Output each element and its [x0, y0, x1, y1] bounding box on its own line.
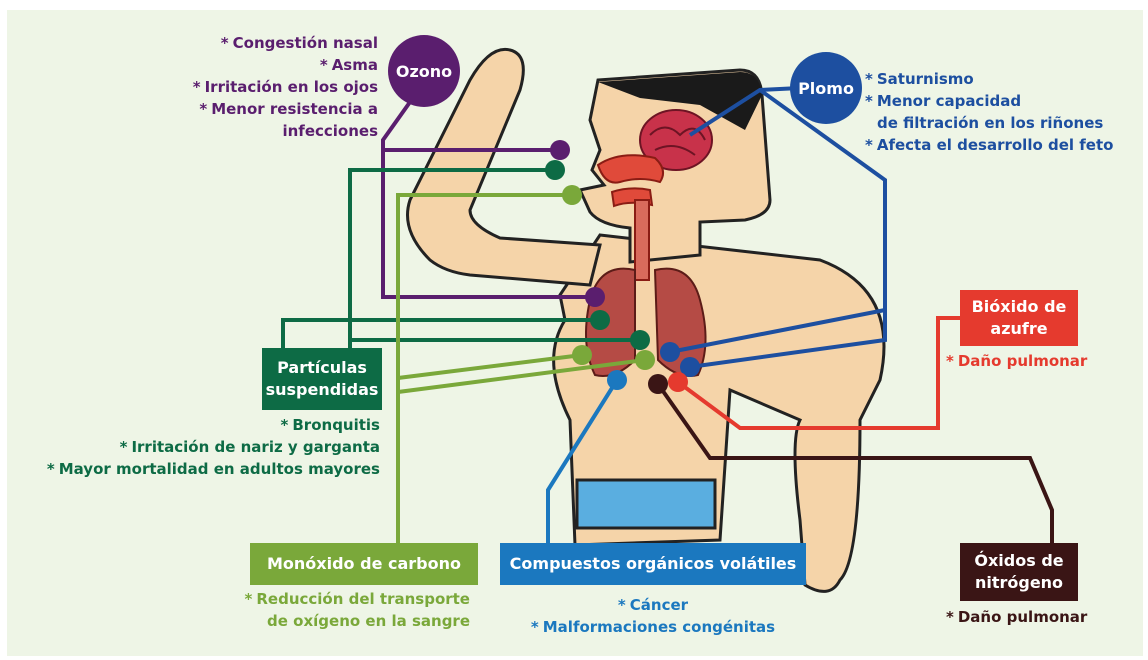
ozono-effect-3: *Irritación en los ojos	[150, 76, 378, 98]
plomo-effect-4: *Afecta el desarrollo del feto	[865, 134, 1135, 156]
plomo-effect-2: *Menor capacidad	[865, 90, 1135, 112]
ozono-dot-nose	[550, 140, 570, 160]
oxidos-label-box: Óxidos de nitrógeno	[960, 543, 1078, 601]
bioxido-effect-1: *Daño pulmonar	[946, 350, 1106, 372]
particulas-effects: *Bronquitis *Irritación de nariz y garga…	[20, 414, 380, 480]
pants-shape	[577, 480, 715, 528]
bioxido-effects: *Daño pulmonar	[946, 350, 1106, 372]
bioxido-label-box: Bióxido de azufre	[960, 290, 1078, 346]
ozono-effect-4: *Menor resistencia a	[150, 98, 378, 120]
ozono-effects: *Congestión nasal *Asma *Irritación en l…	[150, 32, 378, 142]
particulas-dot-nose	[545, 160, 565, 180]
monoxido-effect-2: de oxígeno en la sangre	[220, 610, 470, 632]
bioxido-dot	[668, 372, 688, 392]
monoxido-dot-lung-2	[635, 350, 655, 370]
compuestos-effects: *Cáncer *Malformaciones congénitas	[500, 594, 806, 638]
compuestos-effect-1: *Cáncer	[500, 594, 806, 616]
monoxido-dot-nose	[562, 185, 582, 205]
particulas-dot-lung-1	[590, 310, 610, 330]
plomo-effect-1: *Saturnismo	[865, 68, 1135, 90]
monoxido-label-box: Monóxido de carbono	[250, 543, 478, 585]
plomo-effects: *Saturnismo *Menor capacidad de filtraci…	[865, 68, 1135, 156]
particulas-effect-2: *Irritación de nariz y garganta	[20, 436, 380, 458]
ozono-effect-5: infecciones	[150, 120, 378, 142]
monoxido-effects: *Reducción del transporte de oxígeno en …	[220, 588, 470, 632]
monoxido-effect-1: *Reducción del transporte	[220, 588, 470, 610]
oxidos-dot	[648, 374, 668, 394]
particulas-label-box: Partículas suspendidas	[262, 348, 382, 410]
compuestos-dot	[607, 370, 627, 390]
ozono-dot-lung	[585, 287, 605, 307]
ozono-effect-1: *Congestión nasal	[150, 32, 378, 54]
compuestos-effect-2: *Malformaciones congénitas	[500, 616, 806, 638]
oxidos-effect-1: *Daño pulmonar	[946, 606, 1106, 628]
nasal-cavity-shape	[598, 155, 663, 182]
ozono-badge: Ozono	[388, 35, 460, 107]
oxidos-effects: *Daño pulmonar	[946, 606, 1106, 628]
plomo-badge: Plomo	[790, 52, 862, 124]
particulas-effect-3: *Mayor mortalidad en adultos mayores	[20, 458, 380, 480]
monoxido-dot-lung-1	[572, 345, 592, 365]
particulas-effect-1: *Bronquitis	[20, 414, 380, 436]
plomo-dot-lung-1	[660, 342, 680, 362]
particulas-dot-lung-2	[630, 330, 650, 350]
trachea-shape	[635, 200, 649, 280]
compuestos-label-box: Compuestos orgánicos volátiles	[500, 543, 806, 585]
particulas-line-1	[283, 320, 600, 348]
ozono-effect-2: *Asma	[150, 54, 378, 76]
plomo-effect-3: de filtración en los riñones	[865, 112, 1135, 134]
